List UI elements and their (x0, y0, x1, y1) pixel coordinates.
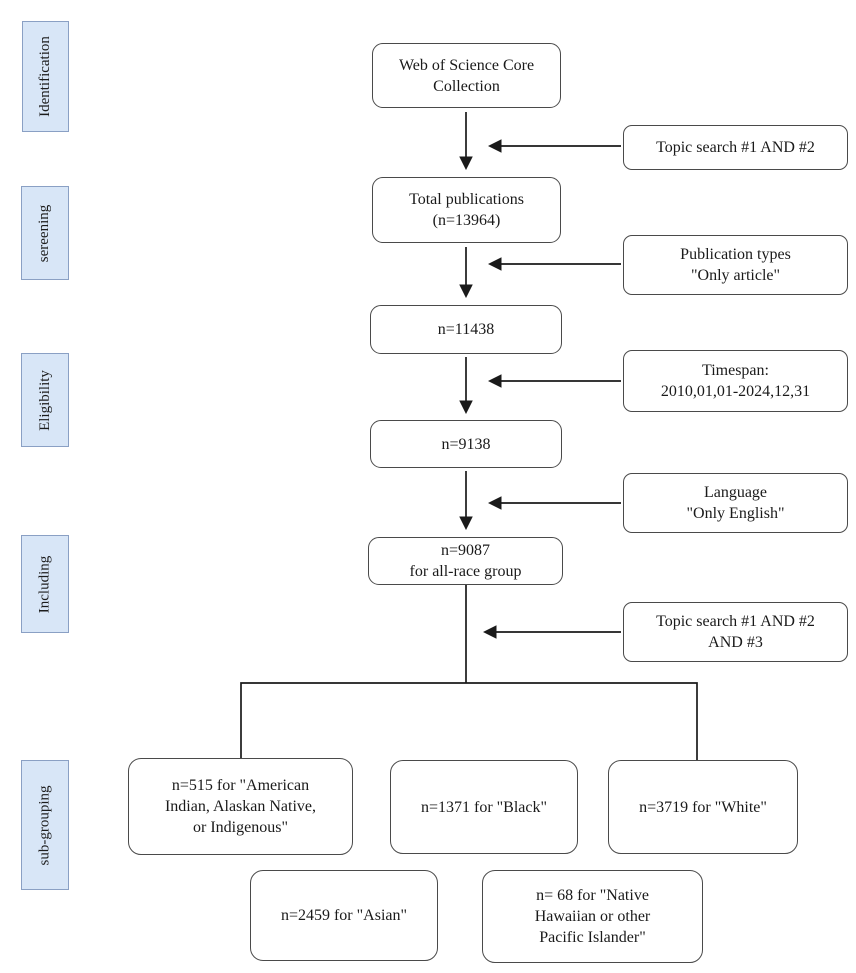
subgroup-box-black: n=1371 for "Black" (390, 760, 578, 854)
stage-including: Including (21, 535, 69, 633)
stage-label: Identification (37, 36, 53, 117)
stage-sub-grouping: sub-grouping (21, 760, 69, 890)
stage-screening: sereening (21, 186, 69, 280)
box-n11438: n=11438 (370, 305, 562, 354)
stage-label: Including (36, 555, 53, 613)
box-n9087-all-race: n=9087 for all-race group (368, 537, 563, 585)
filter-box-publication-types: Publication types "Only article" (623, 235, 848, 295)
filter-box-topic-search-1-2-3: Topic search #1 AND #2 AND #3 (623, 602, 848, 662)
subgroup-box-american-indian: n=515 for "American Indian, Alaskan Nati… (128, 758, 353, 855)
stage-identification: Identification (22, 21, 69, 132)
box-web-of-science: Web of Science Core Collection (372, 43, 561, 108)
filter-box-timespan: Timespan: 2010,01,01-2024,12,31 (623, 350, 848, 412)
stage-label: Eligibility (36, 369, 53, 431)
box-n9138: n=9138 (370, 420, 562, 468)
stage-label: sub-grouping (36, 785, 53, 865)
box-total-publications: Total publications (n=13964) (372, 177, 561, 243)
stage-eligibility: Eligibility (21, 353, 69, 447)
subgroup-box-native-hawaiian: n= 68 for "Native Hawaiian or other Paci… (482, 870, 703, 963)
filter-box-topic-search-1-2: Topic search #1 AND #2 (623, 125, 848, 170)
stage-label: sereening (36, 204, 53, 262)
subgroup-box-white: n=3719 for "White" (608, 760, 798, 854)
filter-box-language: Language "Only English" (623, 473, 848, 533)
subgroup-box-asian: n=2459 for "Asian" (250, 870, 438, 961)
branch-t-bar (240, 682, 698, 760)
